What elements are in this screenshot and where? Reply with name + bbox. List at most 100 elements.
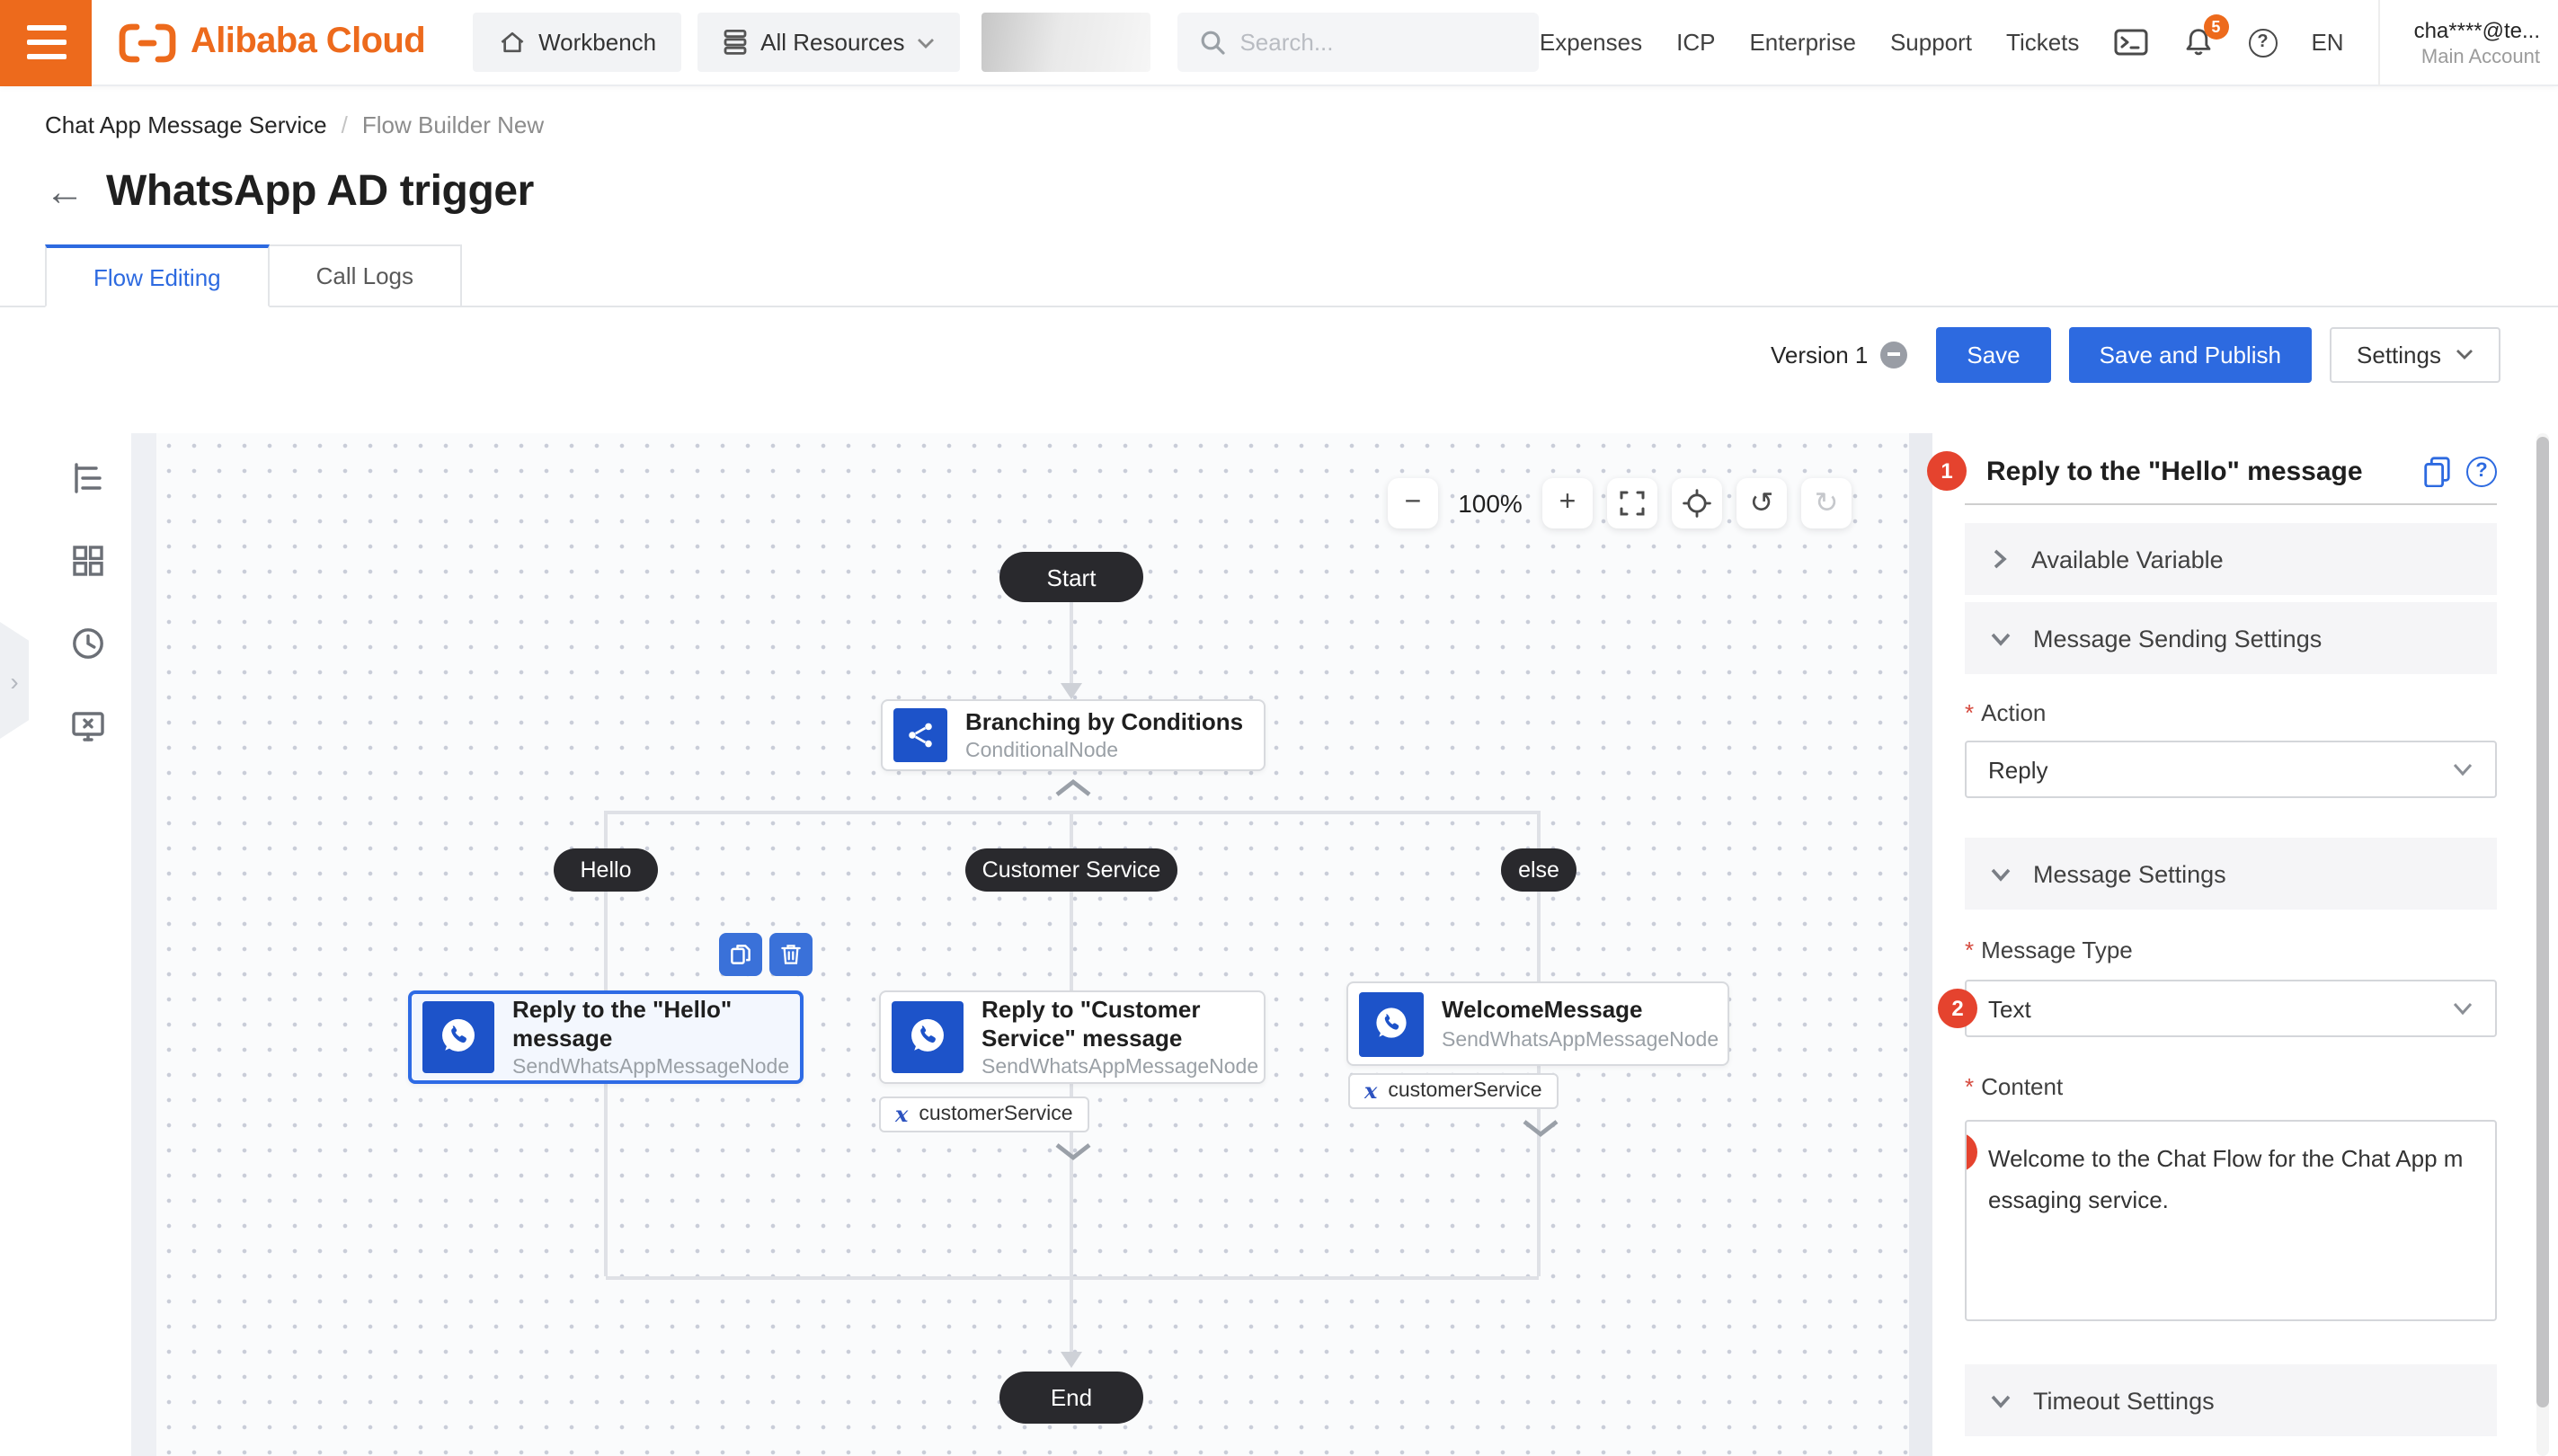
components-grid-icon[interactable] [65, 537, 111, 584]
nav-tickets[interactable]: Tickets [2006, 29, 2080, 56]
debug-monitor-icon[interactable] [65, 703, 111, 750]
zoom-out-button[interactable]: − [1388, 478, 1438, 528]
notifications-bell-icon[interactable]: 5 [2181, 14, 2229, 58]
condition-node-title: Branching by Conditions [965, 707, 1244, 735]
workbench-button[interactable]: Workbench [472, 13, 682, 72]
save-and-publish-button[interactable]: Save and Publish [2068, 326, 2313, 382]
collapse-chevron-down-icon[interactable] [1521, 1118, 1560, 1138]
nav-support[interactable]: Support [1889, 29, 1973, 56]
account-menu[interactable]: cha****@te... Main Account [2414, 17, 2558, 67]
collapse-chevron-up-icon[interactable] [1053, 778, 1093, 798]
copy-node-button[interactable] [719, 933, 762, 976]
settings-button[interactable]: Settings [2330, 326, 2500, 382]
nav-icp[interactable]: ICP [1676, 29, 1716, 56]
node-reply-customer-service[interactable]: Reply to "Customer Service" message Send… [879, 990, 1266, 1084]
undo-button[interactable]: ↺ [1736, 478, 1787, 528]
message-type-value: Text [1988, 995, 2031, 1022]
variable-chip-customer-service[interactable]: x customerService [879, 1096, 1089, 1132]
panel-scrollbar-thumb[interactable] [2536, 437, 2549, 1407]
version-indicator: Version 1 [1771, 341, 1908, 368]
action-field: * Action Reply [1965, 699, 2497, 798]
node-toolbar [719, 933, 813, 976]
chevron-down-icon [1991, 867, 2011, 881]
section-available-variable[interactable]: Available Variable [1965, 523, 2497, 595]
breadcrumb-service[interactable]: Chat App Message Service [45, 111, 327, 138]
breadcrumb-current: Flow Builder New [361, 111, 545, 138]
settings-label: Settings [2357, 341, 2441, 368]
action-value: Reply [1988, 756, 2048, 783]
panel-expand-handle[interactable]: › [0, 622, 29, 739]
content-textarea[interactable]: 3 Welcome to the Chat Flow for the Chat … [1965, 1120, 2497, 1321]
save-button[interactable]: Save [1936, 326, 2051, 382]
branch-line-else-lower [1537, 1066, 1541, 1276]
whatsapp-icon [892, 1001, 964, 1073]
chevron-down-icon [2456, 349, 2474, 360]
content-label: * Content [1965, 1073, 2064, 1100]
node-title: Reply to the "Hello" message [512, 995, 733, 1051]
variable-chip-customer-service[interactable]: x customerService [1348, 1073, 1559, 1109]
panel-help-icon[interactable]: ? [2466, 456, 2497, 486]
branch-label-hello[interactable]: Hello [554, 848, 658, 892]
step-badge-1: 1 [1927, 451, 1967, 491]
breadcrumb-separator: / [341, 111, 348, 138]
node-tree-icon[interactable] [65, 455, 111, 502]
action-select[interactable]: Reply [1965, 741, 2497, 798]
fit-view-button[interactable] [1607, 478, 1657, 528]
branch-label-customer-service[interactable]: Customer Service [965, 848, 1177, 892]
cloud-shell-icon[interactable] [2113, 29, 2147, 56]
condition-node[interactable]: Branching by Conditions ConditionalNode [881, 699, 1266, 771]
version-collapse-icon[interactable] [1880, 341, 1908, 368]
collapse-chevron-down-icon[interactable] [1053, 1141, 1093, 1161]
notification-badge: 5 [2203, 14, 2229, 40]
flow-editor-main: › − 100% + ↺ ↻ [0, 433, 2558, 1456]
nav-enterprise[interactable]: Enterprise [1749, 29, 1856, 56]
delete-node-button[interactable] [769, 933, 813, 976]
nav-expenses[interactable]: Expenses [1539, 29, 1643, 56]
flow-canvas[interactable]: − 100% + ↺ ↻ [156, 433, 1909, 1456]
tab-call-logs[interactable]: Call Logs [269, 244, 463, 307]
canvas-left-rail [45, 433, 131, 1456]
center-target-button[interactable] [1672, 478, 1722, 528]
account-name: cha****@te... [2413, 17, 2540, 42]
variable-name: customerService [1388, 1080, 1542, 1102]
connector-end [1070, 1276, 1073, 1355]
flow-toolbar: Version 1 Save Save and Publish Settings [0, 325, 2558, 383]
alibaba-cloud-logo[interactable]: Alibaba Cloud [117, 21, 426, 64]
branch-line-hello-lower [604, 1084, 608, 1276]
all-resources-button[interactable]: All Resources [697, 13, 961, 72]
node-reply-hello[interactable]: Reply to the "Hello" message SendWhatsAp… [408, 990, 804, 1084]
help-icon[interactable]: ? [2248, 28, 2278, 57]
section-message-sending-settings[interactable]: Message Sending Settings [1965, 602, 2497, 674]
section-timeout-settings[interactable]: Timeout Settings [1965, 1364, 2497, 1436]
top-bar: Alibaba Cloud Workbench All Resources [0, 0, 2558, 86]
zoom-in-button[interactable]: + [1542, 478, 1593, 528]
back-button[interactable]: ← [45, 169, 84, 214]
brand-name: Alibaba Cloud [191, 22, 426, 61]
resource-stack-icon [723, 29, 748, 56]
section-label: Available Variable [2031, 546, 2224, 573]
home-icon [497, 29, 526, 56]
section-message-settings[interactable]: Message Settings [1965, 838, 2497, 910]
search-input[interactable] [1239, 29, 1510, 56]
branch-label-else[interactable]: else [1501, 848, 1577, 892]
canvas-controls: − 100% + ↺ ↻ [1388, 478, 1852, 528]
copy-config-icon[interactable] [2421, 455, 2452, 487]
message-type-select[interactable]: 2 Text [1938, 980, 2497, 1037]
locale-switcher[interactable]: EN [2311, 29, 2344, 56]
hamburger-menu-icon[interactable] [0, 0, 92, 85]
branch-line-else [1537, 811, 1541, 981]
variable-x-icon: x [895, 1102, 909, 1127]
history-clock-icon[interactable] [65, 620, 111, 667]
node-type: SendWhatsAppMessageNode [1442, 1029, 1719, 1052]
message-type-field: * Message Type 2 Text [1938, 937, 2497, 1037]
global-search[interactable] [1177, 13, 1540, 72]
section-label: Timeout Settings [2033, 1387, 2215, 1414]
tab-flow-editing[interactable]: Flow Editing [45, 244, 270, 307]
node-welcome-message[interactable]: WelcomeMessage SendWhatsAppMessageNode [1346, 981, 1729, 1066]
start-node[interactable]: Start [999, 552, 1143, 602]
breadcrumb: Chat App Message Service / Flow Builder … [0, 111, 2558, 138]
zoom-level: 100% [1458, 489, 1523, 518]
section-label: Message Sending Settings [2033, 625, 2323, 652]
end-node[interactable]: End [999, 1372, 1143, 1424]
all-resources-label: All Resources [760, 29, 905, 56]
